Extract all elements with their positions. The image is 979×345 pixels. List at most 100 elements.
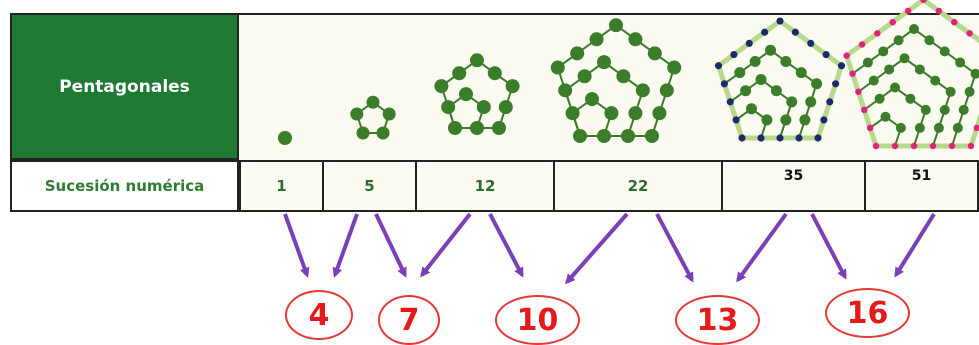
figure-6-dot (914, 64, 925, 75)
figure-6-dot (909, 24, 919, 35)
figure-6-dot (933, 122, 944, 133)
figure-4-dot (609, 18, 623, 33)
figure-2-dot (382, 107, 396, 121)
figure-6-dot (955, 57, 966, 68)
difference-1: 4 (308, 297, 330, 333)
figure-6-dot (950, 18, 958, 26)
figure-6-dot (914, 122, 925, 133)
figure-5-dot (811, 78, 823, 90)
figure-2-dot (356, 126, 370, 140)
figure-5 (714, 17, 846, 142)
figure-4-dot (628, 32, 643, 47)
figure-6-dot (973, 124, 979, 132)
figure-6-dot (890, 82, 900, 93)
figure-6-dot (967, 142, 975, 150)
figure-6-dot (930, 75, 941, 86)
figure-4-dot (597, 55, 611, 70)
term-2: 5 (364, 177, 375, 195)
figure-3-dot (498, 100, 513, 115)
figure-5-dot (770, 85, 782, 97)
figure-6-dot (952, 122, 963, 133)
term-4: 22 (627, 177, 649, 195)
difference-arrow-5 (488, 213, 524, 278)
figure-3-dot (505, 79, 520, 94)
figure-5-dot (720, 80, 728, 88)
sequence-row: Sucesión numérica 1 5 12 22 35 51 (10, 160, 979, 212)
figure-6-dot (862, 57, 873, 68)
figure-6 (843, 0, 979, 150)
figure-6-dot (905, 93, 916, 104)
difference-bubble-5: 16 (825, 288, 910, 338)
figure-4-pentagon-4 (556, 23, 676, 137)
figure-6-dot (866, 124, 874, 132)
figure-6-dot (874, 30, 881, 37)
figure-5-dot (757, 134, 765, 142)
term-cell-5: 35 (721, 160, 866, 212)
figure-4-dot (573, 129, 587, 143)
figure-5-dot (814, 134, 822, 142)
row-label: Pentagonales (59, 76, 190, 97)
figure-2-dot (376, 126, 390, 140)
figure-6-dot (910, 142, 918, 150)
figure-6-dot (893, 35, 904, 46)
figure-6-dot (899, 53, 910, 64)
difference-arrow-2 (332, 213, 359, 278)
figure-6-dot (966, 30, 973, 37)
figure-5-dot (820, 116, 828, 124)
figure-3-dot (459, 87, 473, 102)
figure-6-dot (939, 46, 950, 57)
figure-3-dot (470, 121, 484, 135)
figure-4-dot (565, 106, 580, 121)
figure-5-dot (791, 28, 799, 36)
figure-2-dot (366, 95, 380, 109)
figure-6-dot (935, 7, 943, 15)
row-label-cell: Pentagonales (10, 13, 239, 160)
term-cell-2: 5 (322, 160, 417, 212)
figure-5-dot (795, 134, 803, 142)
difference-bubble-4: 13 (675, 295, 760, 345)
figure-4 (550, 18, 682, 143)
difference-arrow-10 (894, 212, 936, 278)
figure-5-dot (745, 39, 753, 47)
figure-5-dot (822, 50, 830, 59)
figure-6-dot (929, 142, 937, 150)
figure-5-dot (786, 96, 798, 108)
sequence-label: Sucesión numérica (44, 177, 205, 195)
figure-2-dot (350, 107, 364, 121)
figure-6-dot (861, 106, 868, 114)
figure-5-dot (734, 67, 746, 79)
figure-5-dot (795, 67, 807, 79)
figure-5-dot (746, 103, 757, 115)
term-cell-3: 12 (415, 160, 555, 212)
figure-6-dot (849, 70, 856, 77)
figure-6-dot (874, 93, 885, 104)
figure-5-dot (755, 74, 767, 86)
figure-6-dot (878, 46, 889, 57)
figure-6-dot (948, 142, 956, 150)
figure-4-dot (597, 129, 611, 143)
term-1: 1 (276, 177, 287, 195)
figure-4-dot (616, 69, 631, 84)
difference-5: 16 (846, 295, 889, 331)
difference-arrow-1 (283, 213, 310, 278)
figure-3-dot (492, 121, 506, 135)
term-3: 12 (474, 177, 496, 195)
figure-6-dot (958, 104, 969, 115)
figure-1-dot (278, 131, 292, 145)
figure-6-dot (843, 52, 850, 59)
figure-4-dot (604, 106, 619, 121)
figure-6-dot (939, 104, 950, 115)
figure-5-dot (714, 62, 723, 70)
figure-3-dot (448, 121, 462, 135)
figure-3 (434, 53, 520, 135)
figure-3-dot (476, 100, 491, 115)
figure-4-dot (621, 129, 635, 143)
figure-1 (278, 131, 292, 145)
figure-6-dot (920, 0, 927, 4)
figure-6-dot (924, 35, 935, 46)
figure-5-dot (826, 98, 834, 106)
difference-arrow-4 (420, 212, 472, 278)
figure-5-dot (765, 44, 776, 56)
figure-6-dot (889, 18, 897, 26)
